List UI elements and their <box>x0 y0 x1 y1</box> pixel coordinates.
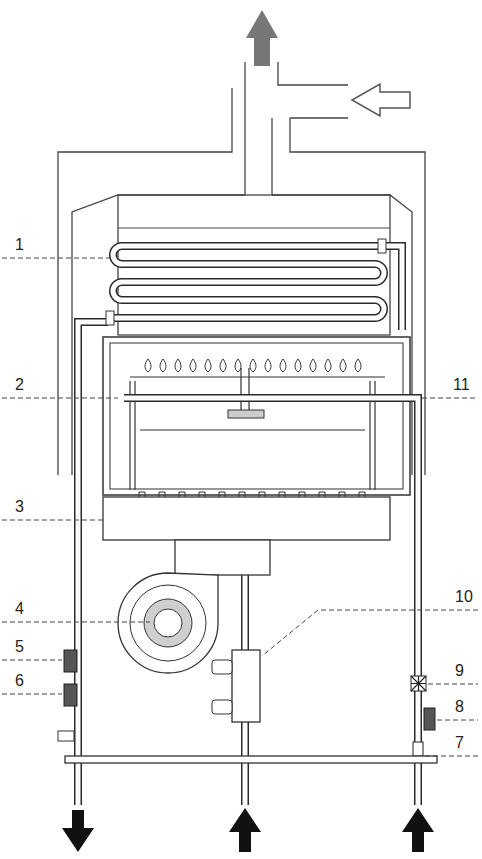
manifold-neck <box>175 540 270 575</box>
fan-housing <box>118 573 218 673</box>
valve-knob <box>212 660 232 674</box>
inlet-filter <box>413 742 423 756</box>
leader-lines <box>2 258 478 756</box>
flow-sensor <box>411 676 426 691</box>
fan-impeller <box>144 599 192 647</box>
callout-number: 7 <box>454 734 465 752</box>
gas-valve <box>232 650 260 722</box>
chamber-lining <box>110 343 403 489</box>
callout-number: 8 <box>454 698 465 716</box>
switch-component <box>64 684 77 706</box>
cold-water-in-arrow <box>402 808 434 852</box>
valve-knob <box>212 700 232 714</box>
temperature-sensor <box>424 708 435 730</box>
callout-number: 10 <box>454 588 474 606</box>
water-pipes <box>78 246 418 805</box>
burner-flames <box>145 359 361 372</box>
callout-number: 5 <box>14 638 25 656</box>
pipe-fitting <box>106 311 114 325</box>
exchanger-fins <box>118 228 390 229</box>
water-pipes-inner <box>78 246 418 805</box>
burner-frame <box>130 368 385 490</box>
bottom-plate <box>65 756 437 763</box>
exhaust-arrow <box>246 10 278 66</box>
callout-number: 1 <box>14 236 25 254</box>
gas-manifold <box>103 497 390 540</box>
flow-sensor-mark <box>411 676 426 691</box>
pipe-fitting <box>378 239 386 253</box>
burner-nozzles <box>139 492 365 497</box>
ignition-electrode <box>228 410 264 418</box>
callout-number: 6 <box>14 672 25 690</box>
intake-arrow <box>352 84 410 116</box>
callout-number: 9 <box>454 662 465 680</box>
callout-number: 2 <box>14 376 25 394</box>
callout-number: 3 <box>14 498 25 516</box>
callout-number: 4 <box>14 600 25 618</box>
gas-in-arrow <box>229 808 261 852</box>
switch-component <box>64 650 77 672</box>
pipe-stub <box>58 731 74 741</box>
fan-hub <box>154 609 182 637</box>
hot-water-out-arrow <box>62 810 94 852</box>
callout-number: 11 <box>452 376 471 394</box>
fan-volute <box>130 585 206 661</box>
combustion-chamber <box>103 337 410 495</box>
